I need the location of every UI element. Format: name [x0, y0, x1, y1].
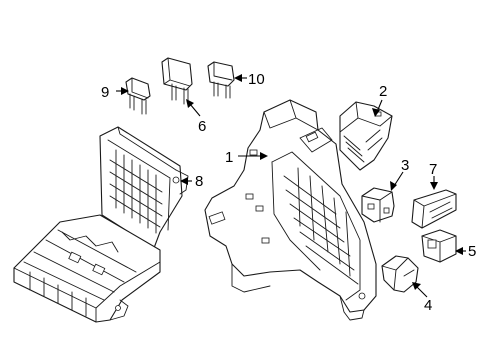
part-3-relay: [361, 187, 395, 223]
part-4-clip: [381, 255, 419, 293]
callout-2: 2: [379, 83, 387, 100]
callout-7: 7: [429, 161, 437, 178]
leader-lines: [116, 74, 466, 298]
callout-6: 6: [198, 118, 206, 135]
grid-slots: [109, 149, 163, 234]
callout-3: 3: [401, 157, 409, 174]
callout-1: 1: [225, 149, 233, 166]
part-1-fuse-box: [204, 99, 377, 321]
part-6-fuse: [161, 57, 193, 105]
callout-9: 9: [101, 84, 109, 101]
part-7-connector: [411, 189, 457, 229]
callout-labels: 1 2 3 4 5 6 7 8 9 10: [101, 71, 476, 314]
callout-8: 8: [195, 173, 203, 190]
callout-4: 4: [424, 297, 432, 314]
part-5-socket: [421, 229, 457, 263]
part-9-fuse: [125, 77, 151, 115]
part-8-tray: [13, 126, 189, 323]
part-10-fuse: [207, 61, 235, 99]
part-2-module: [339, 101, 393, 171]
callout-10: 10: [248, 71, 265, 88]
fuse-cells: [283, 167, 359, 285]
callout-5: 5: [468, 243, 476, 260]
